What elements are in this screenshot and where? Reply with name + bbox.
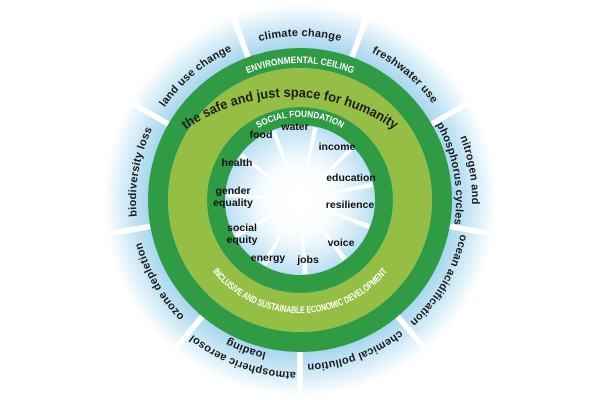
social-label-social-equity-line1: social [227,222,257,234]
center-glow [245,145,355,255]
social-label-jobs: jobs [296,254,319,266]
segment-divider [348,15,370,61]
social-label-energy: energy [251,252,286,264]
safe-just-space-ring [168,68,432,332]
segment-divider [129,100,173,128]
segment-divider [393,312,428,352]
social-label-income: income [319,141,356,153]
environmental-ceiling-ring [148,48,452,352]
segment-divider [172,312,207,352]
social-foundation-labels: water income education resilience voice … [213,121,376,266]
social-label-food: food [250,129,273,141]
social-label-resilience: resilience [326,199,375,211]
social-label-voice: voice [328,237,355,249]
segment-divider [446,223,493,237]
segment-divider [107,223,154,237]
social-label-water: water [280,121,308,133]
segment-divider [427,100,471,128]
segment-divider [230,15,252,61]
social-label-health: health [222,157,253,169]
social-label-education: education [326,172,376,184]
social-label-gender-equality-line2: equality [213,197,253,209]
social-label-gender-equality-line1: gender [215,185,250,197]
social-foundation-ring [207,107,393,293]
boundary-label-climate-change: climate change [257,27,343,44]
segment-dividers [107,15,493,395]
social-label-social-equity-line2: equity [227,234,258,246]
segment-divider [297,349,303,395]
